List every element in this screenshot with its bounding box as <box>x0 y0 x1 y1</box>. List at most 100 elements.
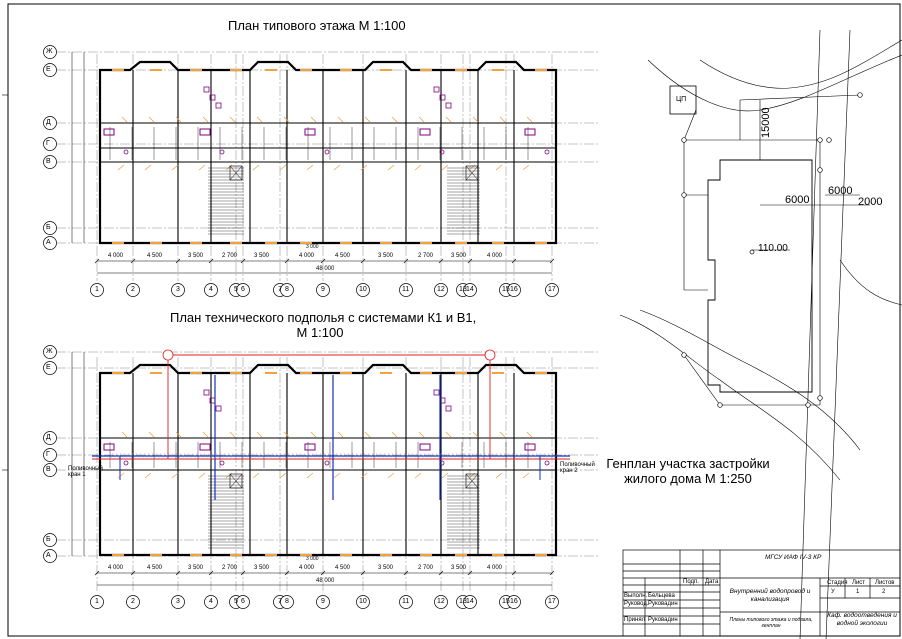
dimension-small: 3 000 <box>306 244 319 250</box>
dimension-label: 3 500 <box>451 253 467 259</box>
column-axis-marker <box>171 283 185 297</box>
column-axis-label: 10 <box>359 286 367 293</box>
dimension-label: 3 500 <box>378 565 394 571</box>
column-axis-label: 6 <box>241 286 245 293</box>
dimension-label: 3 500 <box>378 253 394 259</box>
site-dim-2000: 2000 <box>858 196 883 208</box>
row-axis-marker <box>43 431 57 445</box>
department: Каф. водоотведения и водной экологии <box>827 612 897 627</box>
dimension-label: 2 700 <box>418 565 434 571</box>
column-axis-label: 13 <box>459 598 467 605</box>
row-axis-label: Ж <box>46 48 53 55</box>
column-axis-label: 6 <box>241 598 245 605</box>
col-sheets: Листов <box>875 580 895 586</box>
dimension-label: 4 000 <box>299 565 315 571</box>
column-axis-label: 11 <box>402 598 410 605</box>
column-axis-marker <box>126 283 140 297</box>
column-axis-label: 10 <box>359 598 367 605</box>
column-axis-marker <box>171 595 185 609</box>
name-approved: Руковадин <box>648 617 678 623</box>
dimension-label: 3 500 <box>451 565 467 571</box>
row-axis-label: Ж <box>46 348 53 355</box>
dimension-label: 2 700 <box>222 253 238 259</box>
basement-title-line2: М 1:100 <box>296 325 344 340</box>
column-axis-label: 8 <box>285 286 289 293</box>
dimension-label: 4 000 <box>108 565 124 571</box>
column-axis-label: 2 <box>131 598 135 605</box>
site-title-line2: жилого дома М 1:250 <box>624 471 752 486</box>
row-axis-label: А <box>46 552 51 559</box>
column-axis-label: 2 <box>131 286 135 293</box>
row-axis-marker <box>43 155 57 169</box>
basement-plan <box>43 345 600 609</box>
doc-code: МГСУ ИАФ IV-3 КР <box>765 554 822 561</box>
cp-label: ЦП <box>676 96 687 103</box>
column-axis-label: 15 <box>502 598 510 605</box>
dimension-total: 48 000 <box>316 578 335 584</box>
dimension-label: 3 500 <box>254 253 270 259</box>
row-axis-label: Д <box>46 119 51 126</box>
column-axis-marker <box>236 283 250 297</box>
stage-value: У <box>831 589 835 595</box>
column-axis-marker <box>280 595 294 609</box>
column-axis-label: 1 <box>95 598 99 605</box>
dimension-label: 4 000 <box>487 565 503 571</box>
column-axis-marker <box>545 595 559 609</box>
column-axis-marker <box>280 283 294 297</box>
column-axis-label: 17 <box>548 286 556 293</box>
row-axis-marker <box>43 63 57 77</box>
dimension-label: 4 500 <box>147 253 163 259</box>
column-axis-marker <box>356 595 370 609</box>
column-axis-label: 8 <box>285 598 289 605</box>
row-axis-label: Б <box>46 536 51 543</box>
column-axis-label: 17 <box>548 598 556 605</box>
column-axis-marker <box>463 595 477 609</box>
site-wells <box>681 92 863 408</box>
column-axis-label: 1 <box>95 286 99 293</box>
sheet-title: Планы типового этажа и подвала, генплан <box>729 617 813 629</box>
col-sign: Подп. <box>683 579 699 585</box>
col-date: Дата <box>705 579 719 585</box>
site-plan-title: Генплан участка застройки жилого дома М … <box>598 456 778 486</box>
dimension-label: 4 000 <box>299 253 315 259</box>
col-sheet: Лист <box>852 580 866 586</box>
typical-floor-plan <box>43 45 600 297</box>
site-elevation: 110.00 <box>758 243 788 254</box>
dimension-total: 48 000 <box>316 266 335 272</box>
site-dim-6000-a: 6000 <box>785 194 810 206</box>
column-axis-marker <box>90 283 104 297</box>
role-executor: Выполн. <box>624 593 648 599</box>
column-axis-label: 16 <box>510 598 518 605</box>
row-axis-label: Б <box>46 224 51 231</box>
name-executor: Бельцева <box>648 593 675 599</box>
column-axis-marker <box>316 595 330 609</box>
column-axis-label: 5 <box>234 286 238 293</box>
row-axis-marker <box>43 361 57 375</box>
typical-floor-title: План типового этажа М 1:100 <box>228 18 406 33</box>
column-axis-marker <box>434 283 448 297</box>
sheet-frame <box>7 3 901 637</box>
column-axis-label: 14 <box>466 598 474 605</box>
row-axis-marker <box>43 236 57 250</box>
column-axis-label: 12 <box>437 286 445 293</box>
row-axis-label: А <box>46 239 51 246</box>
basement-title: План технического подполья с системами К… <box>170 310 476 340</box>
role-supervisor: Руковод. <box>624 601 649 607</box>
dimension-label: 2 700 <box>418 253 434 259</box>
column-axis-marker <box>204 283 218 297</box>
site-dim-6000-b: 6000 <box>828 185 853 197</box>
row-axis-marker <box>43 448 57 462</box>
column-axis-label: 9 <box>321 598 325 605</box>
dimension-label: 3 500 <box>254 565 270 571</box>
row-axis-marker <box>43 549 57 563</box>
row-axis-label: Г <box>46 140 50 147</box>
dimension-label: 3 500 <box>188 253 204 259</box>
row-axis-marker <box>43 137 57 151</box>
row-axis-label: Е <box>46 66 51 73</box>
dimension-small: 3 000 <box>306 556 319 562</box>
column-axis-marker <box>126 595 140 609</box>
row-axis-label: Г <box>46 451 50 458</box>
column-axis-marker <box>204 595 218 609</box>
dimension-label: 4 000 <box>108 253 124 259</box>
